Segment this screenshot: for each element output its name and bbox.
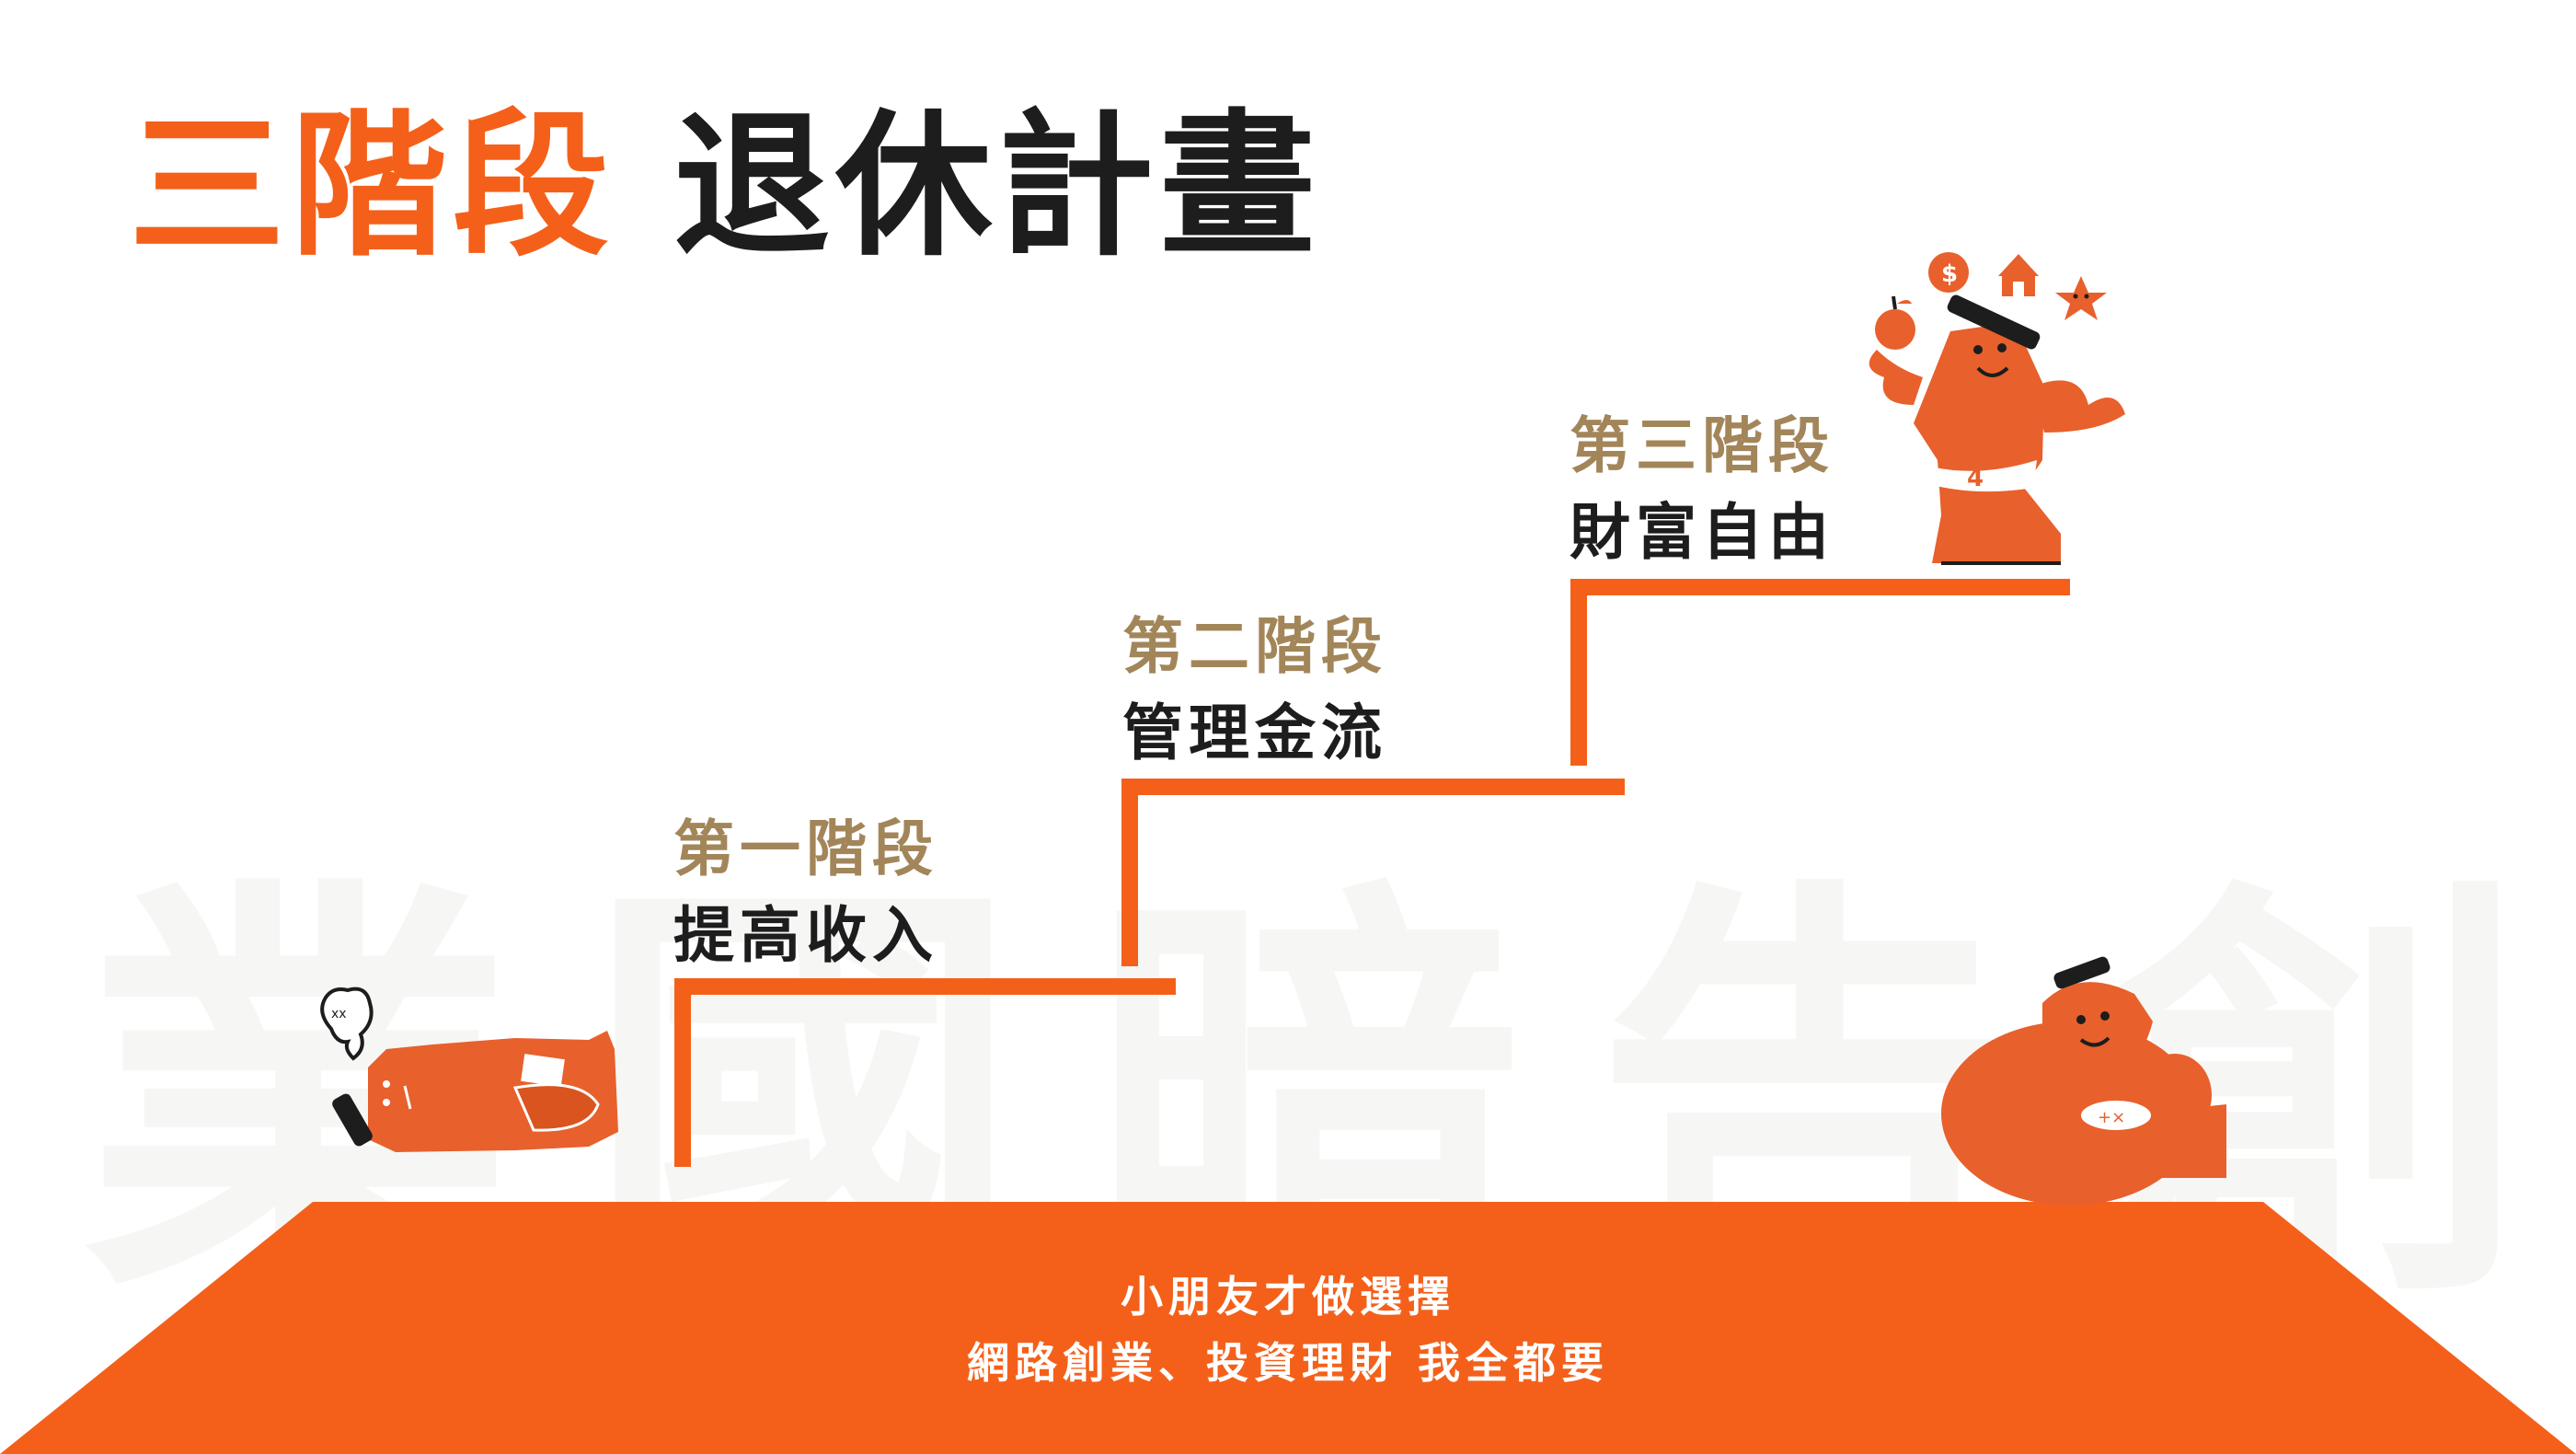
base-caption-line2: 網路創業、投資理財 我全都要	[966, 1338, 1609, 1388]
title-highlight: 三階段	[129, 96, 615, 278]
stage-label: 第三階段	[1570, 410, 1834, 481]
stage-goal: 提高收入	[673, 900, 938, 971]
apple-icon	[1875, 295, 1915, 350]
stage-goal: 管理金流	[1122, 698, 1387, 768]
stage-3: 第三階段 財富自由	[1570, 416, 1834, 563]
base-caption-line1: 小朋友才做選擇	[1121, 1272, 1455, 1321]
house-icon	[1998, 254, 2039, 296]
svg-text:+×: +×	[2098, 1108, 2125, 1127]
stage-goal: 財富自由	[1570, 497, 1834, 568]
star-icon	[2055, 276, 2107, 320]
stair-step-1	[674, 978, 1176, 1167]
stair-step-3	[1570, 579, 2070, 766]
gaming-character: +×	[1941, 956, 2226, 1206]
stage-2: 第二階段 管理金流	[1122, 617, 1387, 764]
staircase	[674, 579, 2070, 1167]
title-main: 退休計畫	[673, 96, 1322, 278]
svg-text:xx: xx	[331, 1007, 347, 1021]
stage-label: 第一階段	[673, 814, 938, 884]
lying-character	[332, 1031, 618, 1152]
stair-step-2	[1121, 779, 1625, 966]
base-platform	[0, 1202, 2576, 1454]
page-title: 三階段退休計畫	[129, 109, 1321, 265]
svg-text:4: 4	[1967, 465, 1984, 492]
juggling-character: 4	[1869, 294, 2125, 565]
svg-text:$: $	[1941, 260, 1958, 288]
stage-1: 第一階段 提高收入	[673, 819, 938, 966]
ghost-icon: xx	[320, 987, 374, 1061]
stage-label: 第二階段	[1122, 611, 1387, 682]
dollar-coin-icon: $	[1928, 252, 1969, 293]
